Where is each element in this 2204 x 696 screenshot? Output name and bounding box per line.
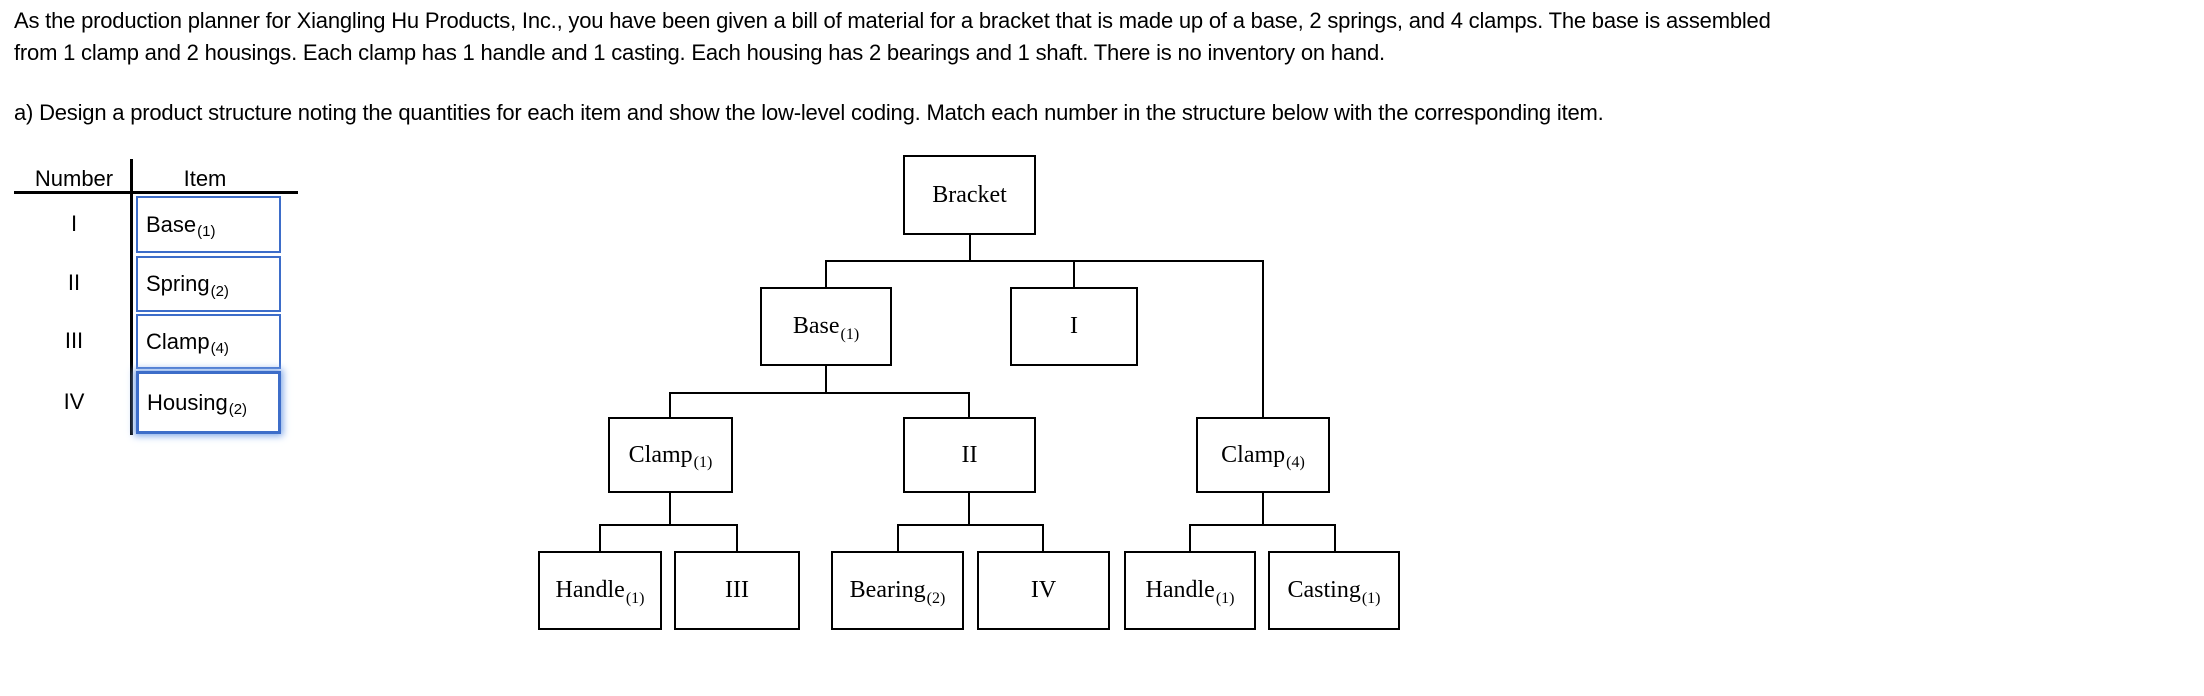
tree-node-handle-left: Handle(1) <box>538 551 662 630</box>
answer-label: Spring <box>146 271 210 296</box>
connector-line <box>1189 524 1191 551</box>
tree-node-bearing: Bearing(2) <box>831 551 964 630</box>
qty-subscript: (1) <box>693 454 713 471</box>
node-label: Handle <box>555 577 625 603</box>
connector-line <box>1073 260 1075 287</box>
problem-text-line-1: As the production planner for Xiangling … <box>14 8 1771 33</box>
node-label: Bearing <box>849 577 926 603</box>
node-label: IV <box>1030 577 1057 603</box>
connector-line <box>897 524 1044 526</box>
connector-line <box>669 392 970 394</box>
row-number-3: III <box>64 328 84 353</box>
tree-node-base: Base(1) <box>760 287 892 366</box>
problem-text-line-2: from 1 clamp and 2 housings. Each clamp … <box>14 40 1385 65</box>
tree-node-clamp-4: Clamp(4) <box>1196 417 1330 493</box>
connector-line <box>1334 524 1336 551</box>
number-column-header: Number <box>34 166 114 191</box>
qty-subscript: (1) <box>197 223 216 240</box>
tree-node-clamp-1: Clamp(1) <box>608 417 733 493</box>
connector-line <box>736 524 738 551</box>
qty-subscript: (4) <box>210 340 229 357</box>
connector-line <box>669 493 671 524</box>
row-number-4: IV <box>63 389 85 414</box>
qty-subscript: (1) <box>625 589 645 607</box>
connector-line <box>1262 493 1264 524</box>
qty-subscript: (2) <box>228 401 248 418</box>
qty-subscript: (2) <box>926 589 946 607</box>
node-label: III <box>725 577 749 603</box>
tree-node-blank-III: III <box>674 551 800 630</box>
connector-line <box>969 233 971 260</box>
qty-subscript: (2) <box>210 282 229 300</box>
connector-line <box>1262 260 1264 417</box>
connector-line <box>825 366 827 392</box>
node-label: Clamp <box>628 441 693 468</box>
tree-node-blank-II: II <box>903 417 1036 493</box>
connector-line <box>599 524 601 551</box>
row-number-1: I <box>70 211 78 236</box>
qty-subscript: (1) <box>1215 589 1235 607</box>
connector-line <box>1189 524 1336 526</box>
connector-line <box>599 524 738 526</box>
tree-node-blank-IV: IV <box>977 551 1110 630</box>
connector-line <box>825 260 1264 262</box>
answer-label: Base <box>146 211 197 237</box>
node-label: Bracket <box>932 181 1007 208</box>
connector-line <box>669 392 671 417</box>
answer-select-4[interactable]: Housing(2) <box>136 371 281 434</box>
node-label: Handle <box>1145 577 1215 603</box>
tree-node-casting: Casting(1) <box>1268 551 1400 630</box>
node-label: I <box>1070 313 1078 339</box>
node-label: II <box>961 441 978 468</box>
connector-line <box>897 524 899 551</box>
table-vertical-divider <box>130 159 133 435</box>
tree-node-bracket: Bracket <box>903 155 1036 235</box>
node-label: Clamp <box>1221 441 1286 468</box>
row-number-2: II <box>67 270 81 295</box>
node-label: Casting <box>1287 577 1361 603</box>
answer-select-3[interactable]: Clamp(4) <box>136 314 281 369</box>
connector-line <box>1042 524 1044 551</box>
item-column-header: Item <box>183 166 227 191</box>
table-header-underline <box>14 191 298 194</box>
connector-line <box>825 260 827 287</box>
qty-subscript: (1) <box>840 325 860 343</box>
qty-subscript: (4) <box>1286 454 1305 471</box>
connector-line <box>968 392 970 417</box>
tree-node-handle-right: Handle(1) <box>1124 551 1256 630</box>
answer-label: Housing <box>147 389 228 415</box>
node-label: Base <box>792 313 840 339</box>
part-a-instruction: a) Design a product structure noting the… <box>14 100 1604 125</box>
answer-select-1[interactable]: Base(1) <box>136 196 281 253</box>
answer-select-2[interactable]: Spring(2) <box>136 256 281 312</box>
tree-node-blank-I: I <box>1010 287 1138 366</box>
qty-subscript: (1) <box>1361 589 1381 607</box>
connector-line <box>968 493 970 524</box>
answer-label: Clamp <box>146 328 210 354</box>
